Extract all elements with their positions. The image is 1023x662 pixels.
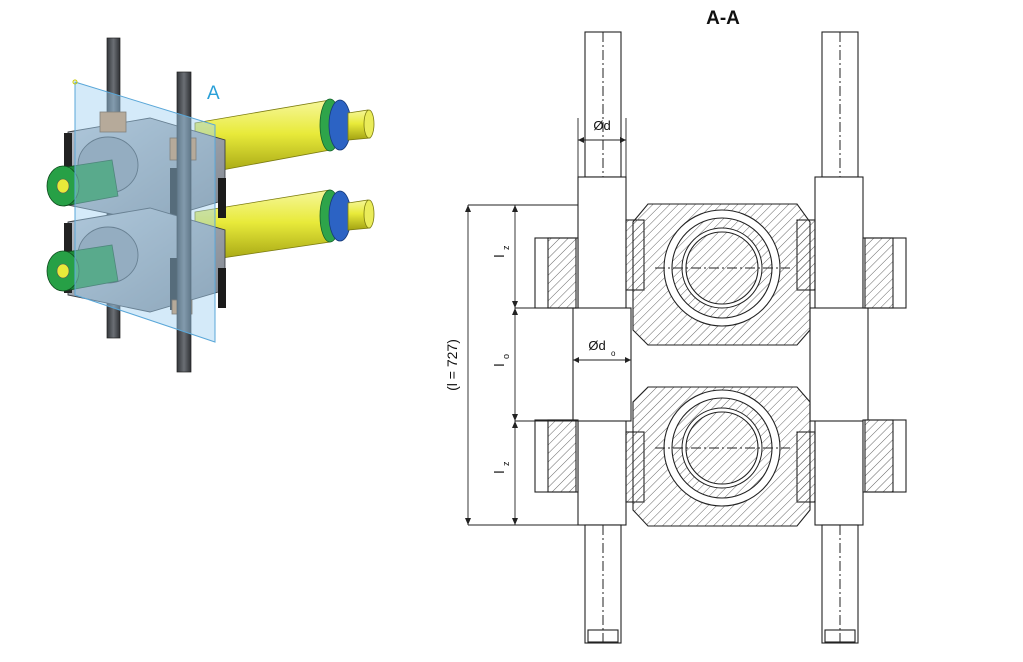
dim-bore-diameter-label: Ød bbox=[588, 338, 605, 353]
dim-shaft-diameter: Ød bbox=[577, 118, 627, 177]
housing-section-bottom bbox=[632, 386, 811, 527]
dim-lz-top: l bbox=[491, 254, 507, 257]
right-shaft bbox=[809, 31, 869, 644]
left-shaft bbox=[572, 31, 632, 644]
housing-section-top bbox=[632, 203, 811, 346]
dim-bore-diameter-sub: o bbox=[611, 349, 616, 358]
section-title: A-A bbox=[706, 8, 740, 29]
dim-lz-top-sub: z bbox=[501, 245, 511, 250]
section-plane bbox=[74, 81, 216, 343]
plane-corner-marker bbox=[72, 79, 78, 85]
dim-length-total: (l = 727) bbox=[444, 339, 460, 391]
section-plane-label: A bbox=[207, 83, 220, 104]
dim-lo: l bbox=[491, 363, 507, 366]
section-view-a-a: A-A bbox=[444, 8, 907, 644]
hydraulic-cylinder-bottom bbox=[194, 189, 375, 263]
dim-lz-bottom: l bbox=[491, 470, 507, 473]
hydraulic-cylinder-top bbox=[194, 98, 375, 176]
dim-lz-bottom-sub: z bbox=[501, 461, 511, 466]
bronze-nut-top-left bbox=[99, 111, 127, 133]
dim-shaft-diameter-label: Ød bbox=[593, 118, 610, 133]
shaft-front bbox=[176, 71, 192, 373]
dim-vertical-chain: (l = 727) l z l o l z bbox=[444, 204, 578, 526]
isometric-view: A bbox=[46, 37, 375, 373]
dim-lo-sub: o bbox=[501, 354, 511, 359]
dim-bore-diameter: Ød o bbox=[573, 338, 631, 363]
